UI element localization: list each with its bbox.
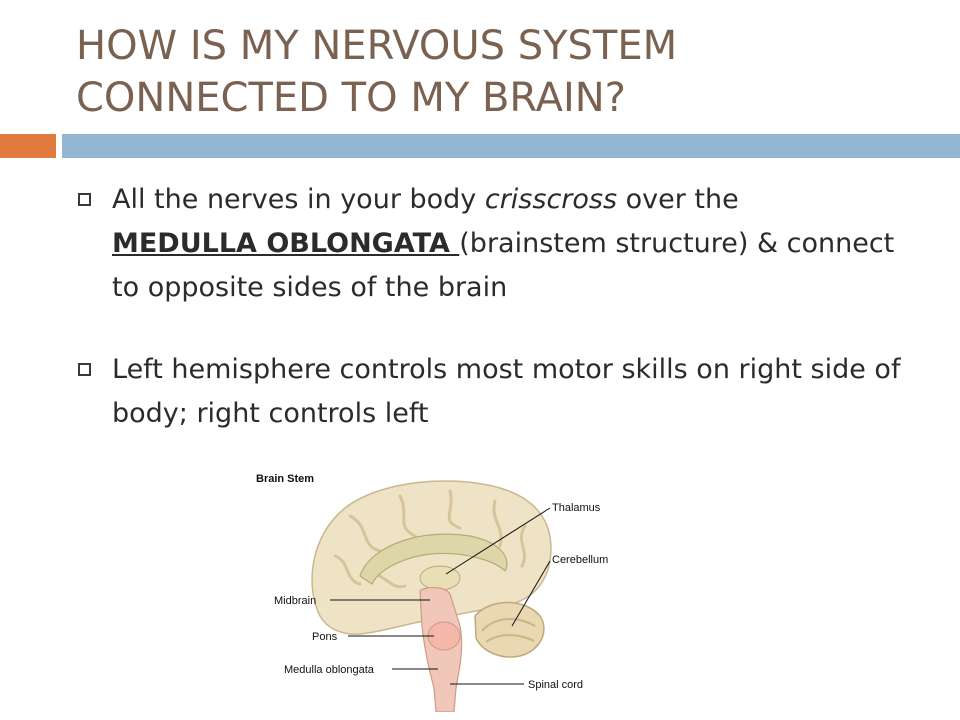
label-medulla: Medulla oblongata	[284, 664, 375, 676]
cerebellum-leader	[511, 560, 551, 627]
accent-bar-blue	[62, 134, 960, 158]
bullet-item-1: All the nerves in your body crisscross o…	[76, 178, 916, 310]
label-pons: Pons	[312, 631, 338, 643]
bullet-list: All the nerves in your body crisscross o…	[76, 178, 916, 474]
label-midbrain: Midbrain	[274, 595, 316, 607]
label-spinal-cord: Spinal cord	[528, 679, 583, 691]
bullet-1-text-c: (brainstem structure) & connect to oppos…	[112, 228, 895, 303]
bullet-1-text-b: over the	[617, 184, 739, 215]
corpus-callosum-shape	[359, 533, 508, 585]
cerebellum-shape	[474, 601, 545, 658]
thalamus-shape	[419, 565, 461, 591]
brain-illustration: Brain Stem Thalamus Cerebellum Midbrain …	[256, 473, 608, 712]
brain-stem-diagram: Brain Stem Thalamus Cerebellum Midbrain …	[250, 466, 640, 712]
bullet-1-italic: crisscross	[484, 184, 618, 215]
thalamus-leader	[445, 507, 551, 575]
cerebrum-shape	[311, 480, 552, 635]
square-bullet-icon	[78, 363, 91, 376]
bullet-item-2: Left hemisphere controls most motor skil…	[76, 348, 916, 436]
slide-title: HOW IS MY NERVOUS SYSTEM CONNECTED TO MY…	[76, 20, 936, 124]
title-line-1: HOW IS MY NERVOUS SYSTEM	[76, 23, 678, 69]
square-bullet-icon	[78, 193, 91, 206]
label-cerebellum: Cerebellum	[552, 554, 608, 566]
bullet-2-text: Left hemisphere controls most motor skil…	[112, 354, 901, 429]
title-line-2: CONNECTED TO MY BRAIN?	[76, 75, 626, 121]
label-thalamus: Thalamus	[552, 502, 601, 514]
accent-bar-orange	[0, 134, 56, 158]
bullet-1-text-a: All the nerves in your body	[112, 184, 485, 215]
bullet-1-underlined-term: MEDULLA OBLONGATA	[112, 228, 460, 259]
figure-title: Brain Stem	[256, 473, 314, 485]
